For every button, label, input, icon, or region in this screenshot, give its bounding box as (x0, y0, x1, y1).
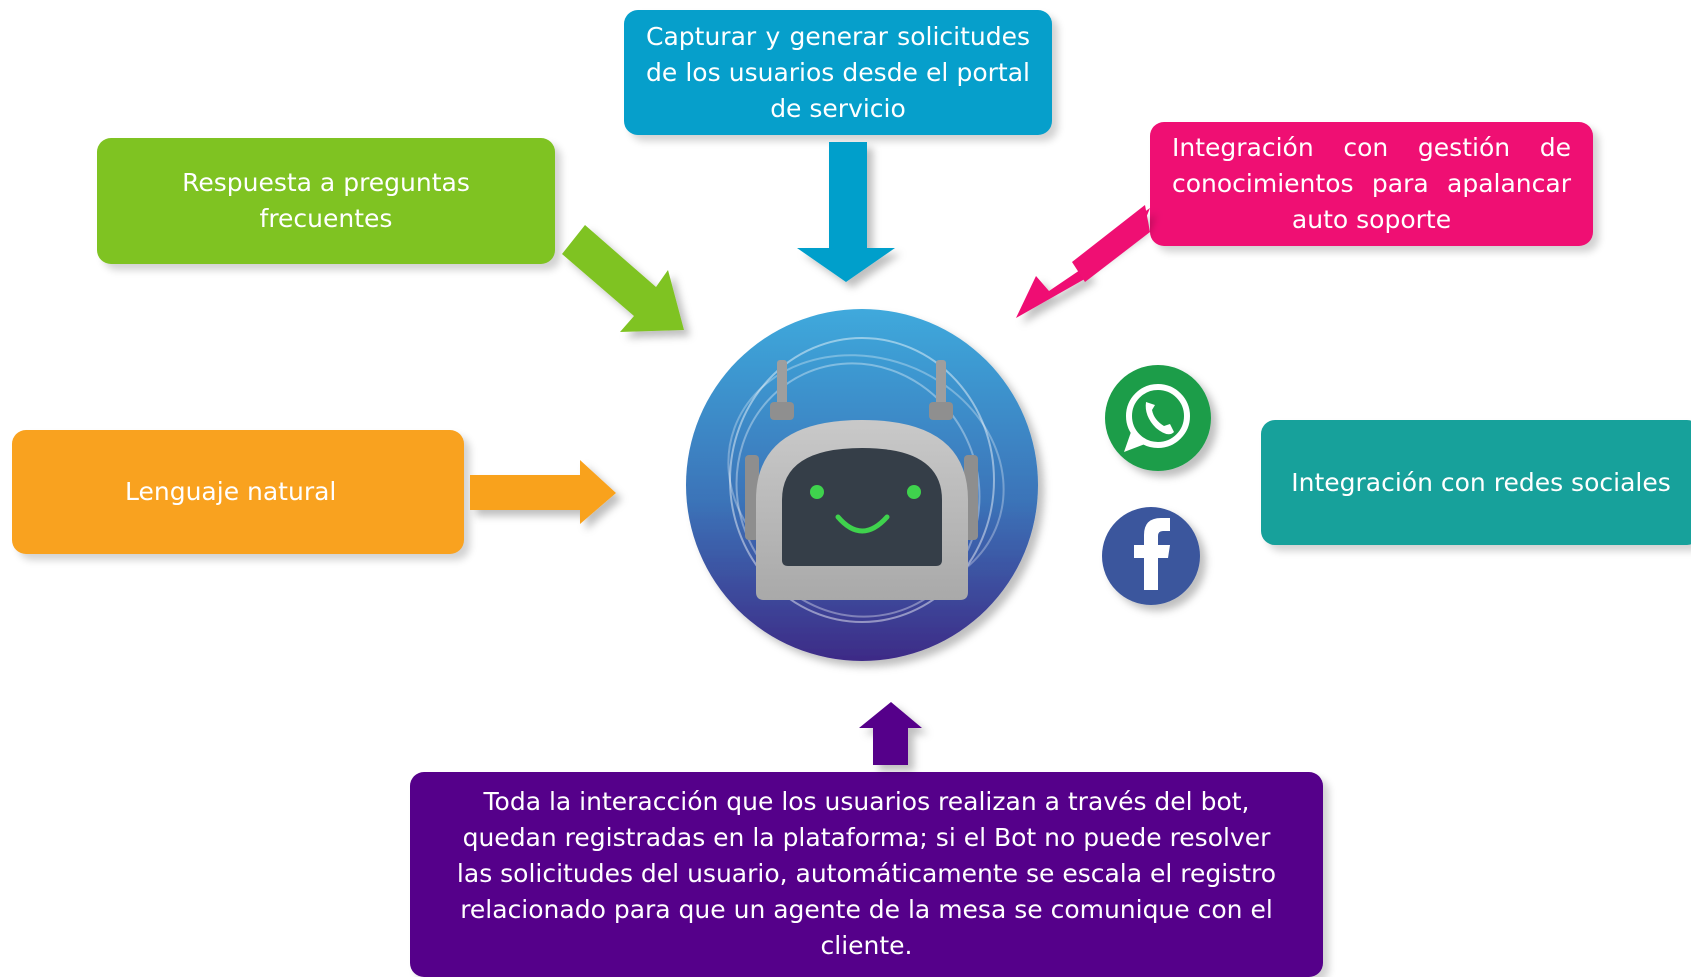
arrow-up-log (859, 702, 922, 765)
robot-icon (686, 309, 1038, 661)
interaction-log-text: Toda la interacción que los usuarios rea… (456, 787, 1277, 960)
knowledge-management-box: Integración con gestión de conocimientos… (1150, 122, 1593, 246)
arrow-down-capture (797, 142, 895, 282)
arrow-natural-language-to-bot (470, 460, 616, 524)
capture-requests-text: Capturar y generar solicitudes de los us… (646, 21, 1030, 123)
natural-language-text: Lenguaje natural (125, 477, 337, 506)
arrow-knowledge-shaft (1072, 205, 1150, 282)
arrow-faq-to-bot (562, 225, 684, 332)
facebook-icon (1102, 507, 1200, 605)
social-networks-box: Integración con redes sociales (1261, 420, 1691, 545)
natural-language-box: Lenguaje natural (12, 430, 464, 554)
faq-box: Respuesta a preguntas frecuentes (97, 138, 555, 264)
faq-text: Respuesta a preguntas frecuentes (182, 168, 470, 233)
interaction-log-box: Toda la interacción que los usuarios rea… (410, 772, 1323, 977)
capture-requests-box: Capturar y generar solicitudes de los us… (624, 10, 1052, 135)
knowledge-management-text: Integración con gestión de conocimientos… (1172, 133, 1571, 234)
social-networks-text: Integración con redes sociales (1291, 467, 1671, 497)
whatsapp-icon (1105, 365, 1211, 471)
